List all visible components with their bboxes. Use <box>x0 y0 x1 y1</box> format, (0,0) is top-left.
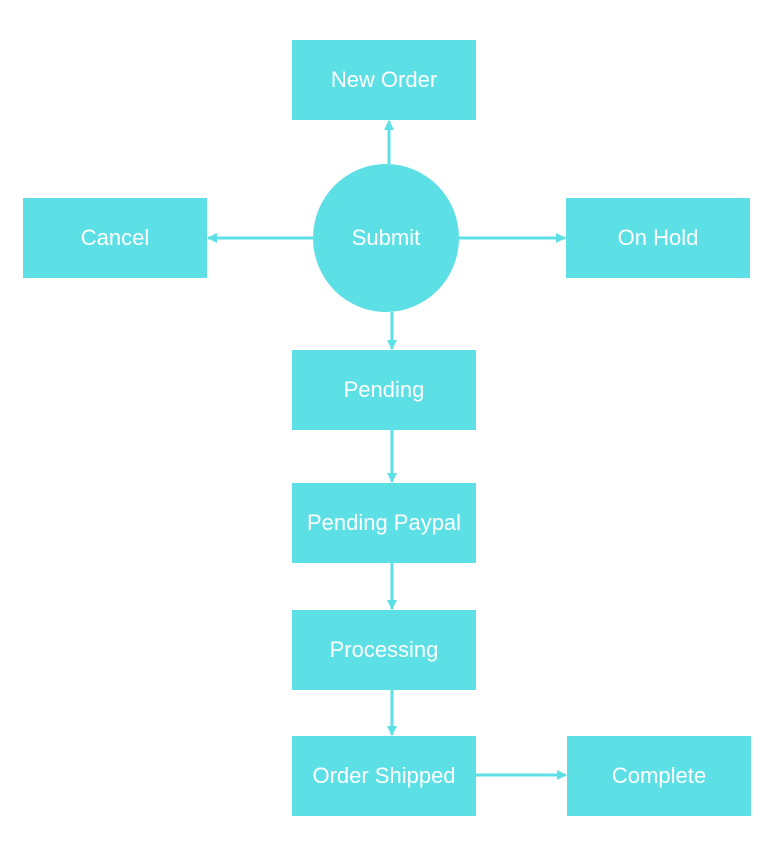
node-pending-paypal: Pending Paypal <box>292 483 476 563</box>
node-submit: Submit <box>313 164 459 312</box>
node-pending: Pending <box>292 350 476 430</box>
node-complete: Complete <box>567 736 751 816</box>
node-cancel: Cancel <box>23 198 207 278</box>
node-new-order: New Order <box>292 40 476 120</box>
node-processing: Processing <box>292 610 476 690</box>
node-on-hold: On Hold <box>566 198 750 278</box>
node-order-shipped: Order Shipped <box>292 736 476 816</box>
